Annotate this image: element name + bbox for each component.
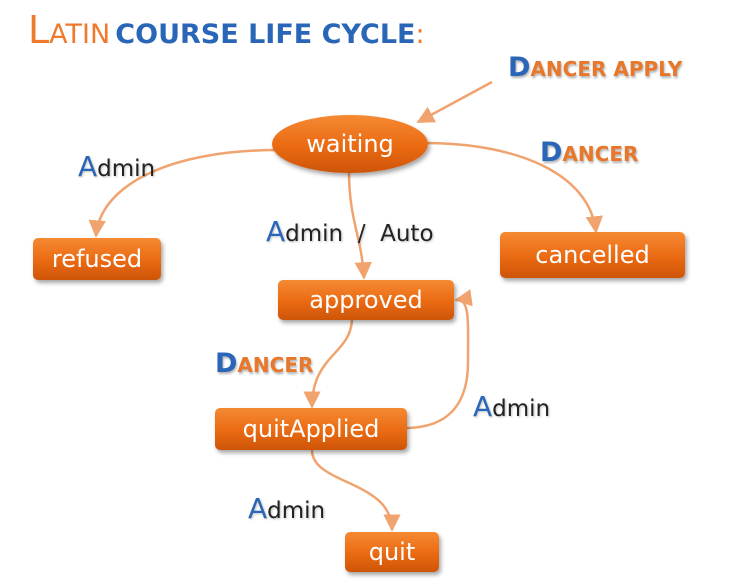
title-word2: Course Life Cycle [115, 19, 415, 50]
label-initial: D [215, 348, 238, 379]
page-title: Latin Course Life Cycle: [28, 8, 425, 52]
label-initial: A [78, 150, 98, 183]
label-dancer-quit-apply: Dancer [215, 348, 314, 379]
state-waiting: waiting [272, 115, 428, 173]
arrow-waiting-to-refused [88, 148, 279, 238]
label-initial: A [248, 492, 268, 525]
label-initial: D [508, 52, 531, 83]
arrow-waiting-to-cancelled [423, 141, 604, 234]
label-initial: A [473, 390, 493, 423]
label-dancer-cancel: Dancer [540, 137, 639, 168]
state-quitapplied: quitApplied [215, 408, 407, 450]
title-word1: atin [49, 19, 111, 50]
arrow-quitapplied-to-approved [404, 289, 473, 430]
label-initial: D [540, 137, 563, 168]
label-admin-quit: Admin [248, 492, 326, 525]
state-refused: refused [33, 238, 161, 280]
label-admin-reapprove: Admin [473, 390, 551, 423]
arrow-quitapplied-to-quit [310, 449, 401, 532]
label-dancer-apply: Dancer Apply [508, 52, 683, 83]
arrow-dancer-apply [416, 80, 493, 124]
label-admin-auto: Admin / Auto [266, 215, 434, 248]
title-suffix: : [415, 19, 425, 50]
title-first-letter: L [28, 8, 50, 52]
arrow-approved-to-quitapplied [303, 319, 354, 409]
title-word2-text: Course Life Cycle [115, 19, 416, 50]
state-quit: quit [345, 532, 439, 572]
state-cancelled: cancelled [500, 232, 685, 278]
state-approved: approved [278, 280, 454, 320]
arrow-waiting-to-approved [347, 171, 372, 280]
label-admin-refuse: Admin [78, 150, 156, 183]
label-initial: A [266, 215, 286, 248]
